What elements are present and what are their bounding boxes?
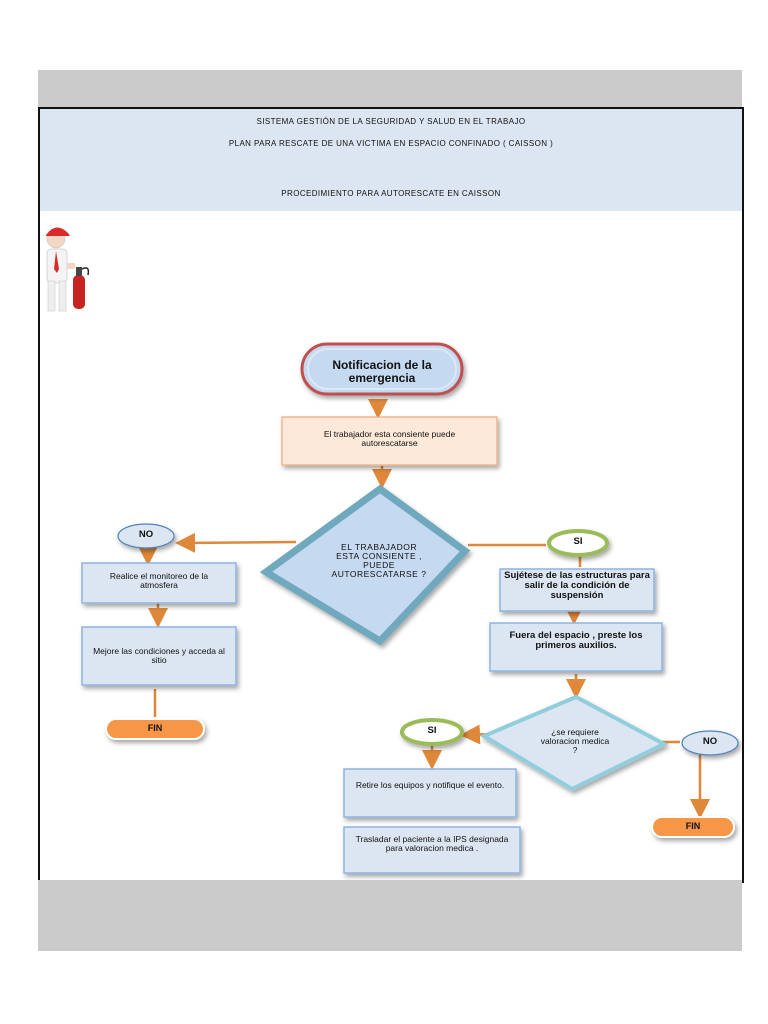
bottom-gray-band bbox=[38, 880, 742, 951]
end-left-label: FIN bbox=[147, 723, 163, 733]
right-step-1-label: Sujétese de las estructuras para salir d… bbox=[504, 570, 650, 601]
decision-1-label: EL TRABAJADOR ESTA CONSIENTE , PUEDE AUT… bbox=[331, 542, 427, 579]
decision-diamond-shape bbox=[259, 484, 471, 646]
document-header: SISTEMA GESTIÓN DE LA SEGURIDAD Y SALUD … bbox=[40, 109, 742, 211]
top-gray-band bbox=[38, 70, 742, 108]
yes-label-2: SI bbox=[427, 725, 437, 736]
left-box-1-shape bbox=[81, 562, 237, 604]
decision-2-label: ¿se requiere valoracion medica ? bbox=[540, 727, 610, 755]
yes-pill-shape bbox=[547, 529, 609, 557]
start-node-label: Notificacion de la emergencia bbox=[332, 358, 432, 385]
connector-lines bbox=[138, 399, 710, 819]
left-step-1-label: Realice el monitoreo de la atmosfera bbox=[109, 571, 209, 590]
step-1-label: El trabajador esta consiente puede autor… bbox=[323, 429, 456, 448]
header-procedure-title: PROCEDIMIENTO PARA AUTORESCATE EN CAISSO… bbox=[281, 189, 501, 198]
no-pill-shape bbox=[117, 523, 175, 549]
no-pill-2-shape bbox=[681, 730, 739, 756]
start-node-shape bbox=[300, 342, 464, 396]
right-box-1-shape bbox=[499, 568, 655, 612]
bottom-step-2-label: Trasladar el paciente a la IPS designada… bbox=[355, 834, 509, 853]
decision-2-diamond-shape bbox=[479, 694, 669, 792]
document-page: SISTEMA GESTIÓN DE LA SEGURIDAD Y SALUD … bbox=[38, 107, 744, 883]
end-right-label: FIN bbox=[685, 821, 701, 831]
right-step-2-label: Fuera del espacio , preste los primeros … bbox=[509, 630, 643, 651]
end-right-shape bbox=[651, 816, 735, 838]
end-left-shape bbox=[105, 718, 205, 740]
step-box-shape bbox=[281, 416, 498, 466]
left-step-2-label: Mejore las condiciones y acceda al sitio bbox=[93, 646, 225, 665]
bottom-box-1-shape bbox=[343, 768, 517, 818]
right-box-2-shape bbox=[489, 622, 663, 672]
firefighter-with-extinguisher-icon bbox=[46, 227, 90, 312]
yes-label-right: SI bbox=[573, 536, 583, 547]
left-box-2-shape bbox=[81, 626, 237, 686]
bottom-step-1-label: Retire los equipos y notifique el evento… bbox=[355, 780, 505, 790]
no-label-left: NO bbox=[138, 529, 154, 540]
flowchart-canvas bbox=[81, 342, 739, 874]
bottom-box-2-shape bbox=[343, 826, 521, 874]
yes-pill-2-shape bbox=[400, 718, 464, 746]
header-plan-title: PLAN PARA RESCATE DE UNA VICTIMA EN ESPA… bbox=[228, 139, 554, 148]
header-system-title: SISTEMA GESTIÓN DE LA SEGURIDAD Y SALUD … bbox=[256, 117, 526, 126]
no-label-2: NO bbox=[702, 736, 718, 747]
